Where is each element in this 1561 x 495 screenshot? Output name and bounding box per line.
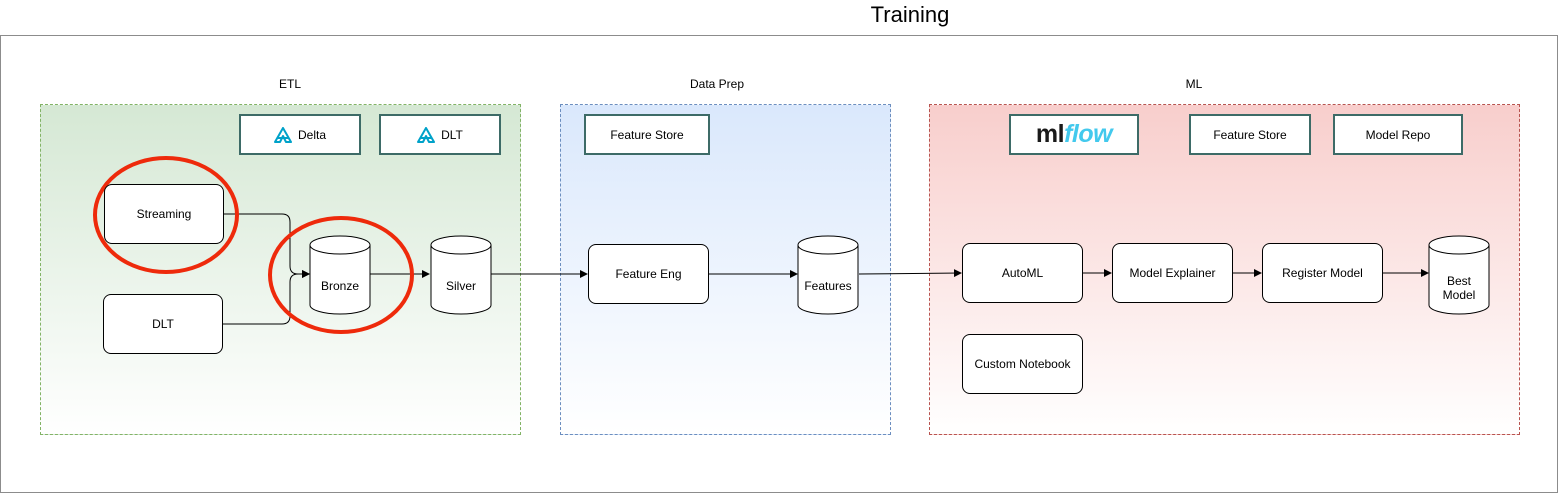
automl-node[interactable]: AutoML [962,243,1083,303]
dlt-source-node[interactable]: DLT [103,294,223,354]
highlight-circle-bronze [268,216,414,334]
features-cylinder [797,235,859,315]
delta-label: Delta [297,127,326,142]
mlflow-badge[interactable]: mlflow [1009,114,1139,155]
best-model-label: Best Model [1442,274,1476,302]
section-label-data-prep: Data Prep [689,77,745,91]
edge-streaming-bronze [223,213,310,278]
feature-store-badge-prep[interactable]: Feature Store [584,114,710,155]
edge-features-automl [858,269,962,278]
bronze-cylinder [309,235,371,315]
feature-store-label: Feature Store [1213,127,1287,142]
register-model-node[interactable]: Register Model [1262,243,1383,303]
delta-badge[interactable]: Delta [239,114,361,155]
delta-logo-icon [273,126,292,143]
dlt-badge-label: DLT [441,127,463,142]
bronze-label: Bronze [320,279,360,293]
streaming-node[interactable]: Streaming [104,184,224,244]
section-label-etl: ETL [278,77,301,91]
dlt-badge[interactable]: DLT [379,114,501,155]
highlight-circle-streaming [93,156,239,274]
silver-label: Silver [445,279,476,293]
edge-dlt-bronze [223,270,310,325]
model-repo-badge[interactable]: Model Repo [1333,114,1463,155]
custom-notebook-node[interactable]: Custom Notebook [962,334,1083,394]
feature-store-badge-ml[interactable]: Feature Store [1189,114,1311,155]
model-repo-label: Model Repo [1365,127,1431,142]
page-title: Training [870,2,950,27]
best-model-cylinder [1428,235,1490,315]
outer-frame [0,35,1558,493]
silver-cylinder [430,235,492,315]
section-label-ml: ML [1185,77,1203,91]
feature-eng-node[interactable]: Feature Eng [588,244,709,304]
mlflow-logo: mlflow [1035,120,1113,148]
feature-store-label: Feature Store [610,127,684,142]
features-label: Features [804,279,852,293]
model-explainer-node[interactable]: Model Explainer [1112,243,1233,303]
delta-logo-icon [417,126,436,143]
